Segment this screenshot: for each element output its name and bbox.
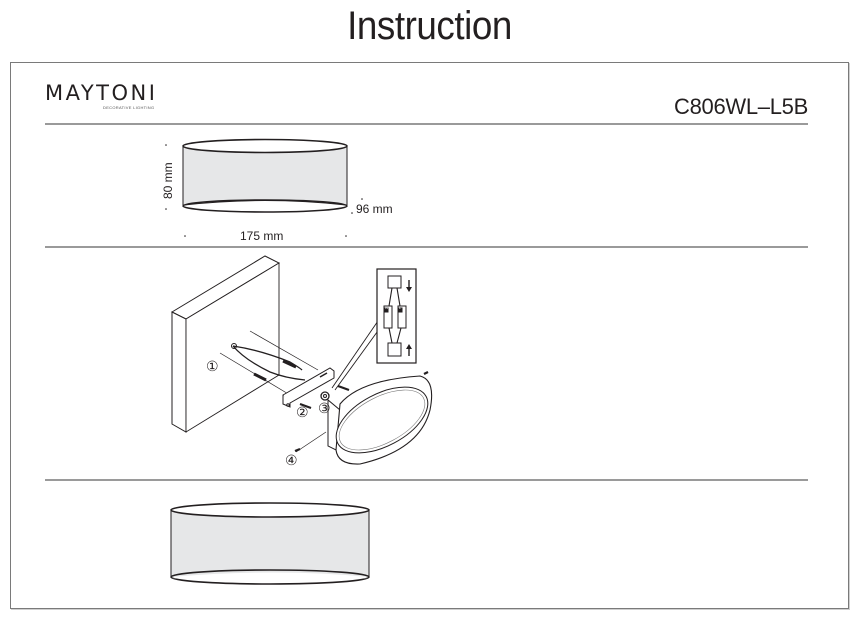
step-1-marker: ①: [206, 358, 219, 374]
step-4-marker: ④: [285, 452, 298, 468]
step-3-marker: ③: [318, 400, 331, 416]
neutral-terminal-label: N: [385, 305, 388, 310]
brand-name: MAYTONI: [45, 81, 158, 105]
step-2-marker: ②: [296, 404, 309, 420]
section-divider: [45, 479, 808, 481]
live-terminal-label: L: [399, 305, 402, 310]
brand-tagline: DECORATIVE LIGHTING: [103, 105, 155, 110]
section-divider: [45, 123, 808, 125]
depth-dimension-label: 96 mm: [356, 202, 393, 216]
brand-logo: MAYTONI DECORATIVE LIGHTING: [45, 81, 158, 110]
height-dimension-label: 80 mm: [161, 162, 175, 199]
section-divider: [45, 246, 808, 248]
width-dimension-label: 175 mm: [240, 229, 284, 243]
model-number: C806WL–L5B: [674, 94, 808, 119]
instruction-sheet-frame: [10, 62, 849, 609]
page-title: Instruction: [347, 4, 512, 48]
